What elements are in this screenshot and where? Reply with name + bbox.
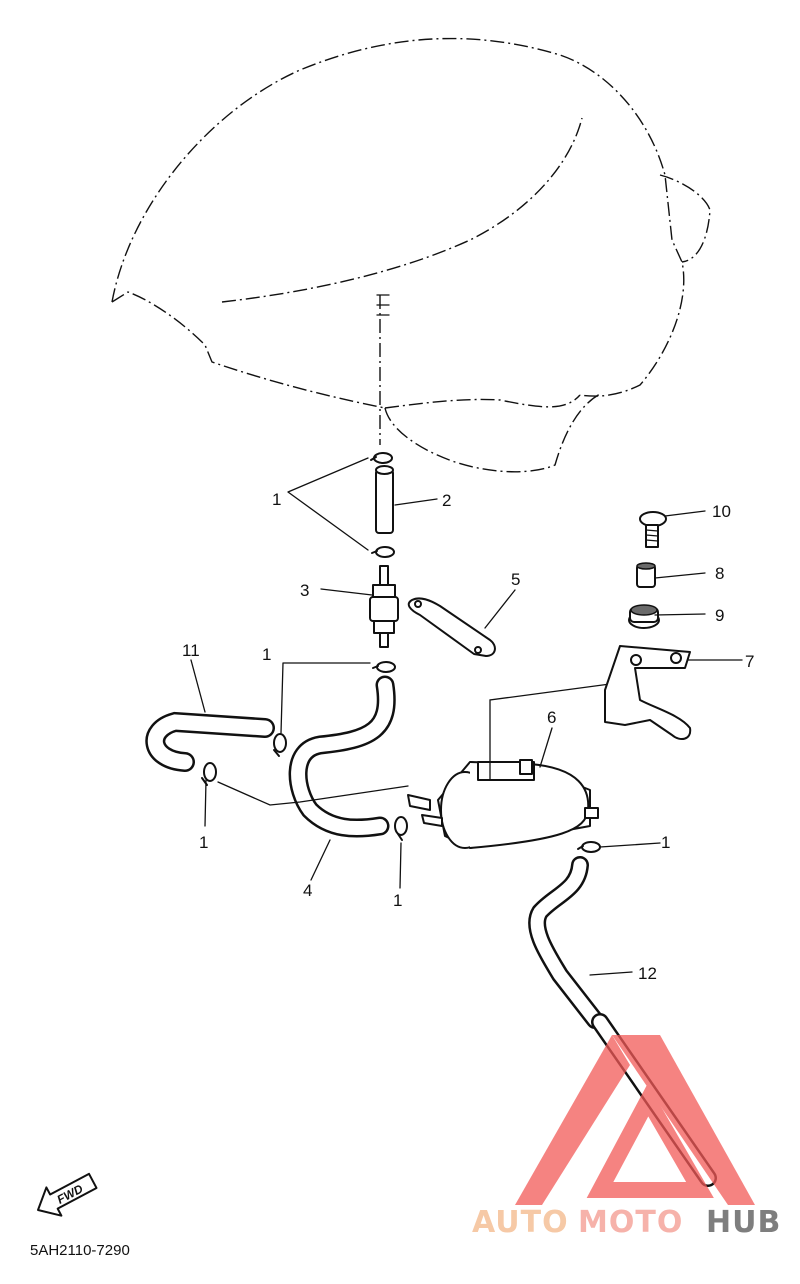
leader-lines bbox=[190, 457, 743, 976]
clamp-upper-1 bbox=[370, 452, 393, 464]
callout-1: 1 bbox=[199, 833, 208, 852]
clamp-right-1 bbox=[577, 841, 601, 853]
drawing-code: 5AH2110-7290 bbox=[30, 1242, 130, 1259]
watermark-auto: AUTO bbox=[472, 1205, 569, 1240]
bolt-part-10 bbox=[639, 511, 667, 548]
watermark-moto: MOTO bbox=[578, 1205, 683, 1240]
callout-8: 8 bbox=[715, 564, 724, 583]
watermark-triangle-logo bbox=[515, 1035, 755, 1205]
callout-11: 11 bbox=[182, 641, 200, 660]
callout-1: 1 bbox=[272, 490, 281, 509]
callout-3: 3 bbox=[300, 581, 309, 600]
grommet-part-9 bbox=[628, 604, 660, 629]
callout-1: 1 bbox=[393, 891, 402, 910]
callout-9: 9 bbox=[715, 606, 724, 625]
callout-1: 1 bbox=[262, 645, 271, 664]
callout-1: 1 bbox=[661, 833, 670, 852]
clamp-left-2 bbox=[201, 762, 217, 786]
callout-6: 6 bbox=[547, 708, 556, 727]
callout-5: 5 bbox=[511, 570, 520, 589]
hose-part-4 bbox=[288, 675, 396, 838]
hose-part-11 bbox=[145, 711, 275, 772]
watermark-hub: HUB bbox=[706, 1205, 781, 1240]
callout-10: 10 bbox=[712, 502, 731, 521]
callout-labels: 1 2 3 5 1 11 1 4 1 6 1 12 7 8 9 10 bbox=[182, 490, 754, 983]
clamp-mid-2 bbox=[394, 816, 408, 841]
watermark: AUTO MOTO HUB bbox=[472, 1035, 781, 1240]
clamp-upper-2 bbox=[371, 546, 395, 558]
pipe-part-2 bbox=[375, 465, 394, 534]
callout-7: 7 bbox=[745, 652, 754, 671]
fuel-tank bbox=[111, 37, 711, 473]
collar-part-8 bbox=[636, 562, 656, 588]
fwd-arrow: FWD bbox=[37, 1172, 98, 1217]
fuel-filter-part-3 bbox=[369, 565, 399, 648]
bracket-part-7 bbox=[604, 645, 692, 741]
callout-12: 12 bbox=[638, 964, 657, 983]
clamp-mid-1 bbox=[372, 661, 396, 673]
clamp-left-1 bbox=[273, 733, 287, 757]
canister-part-6 bbox=[407, 681, 626, 849]
strap-part-5 bbox=[407, 597, 496, 657]
callout-4: 4 bbox=[303, 881, 312, 900]
callout-2: 2 bbox=[442, 491, 451, 510]
